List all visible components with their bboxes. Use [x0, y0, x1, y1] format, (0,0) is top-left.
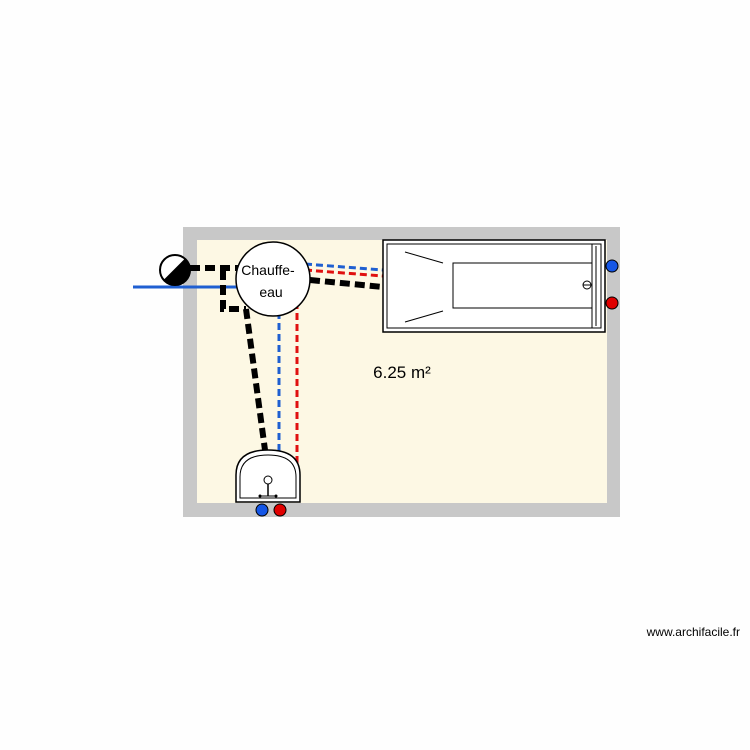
sink-cold-tap-icon[interactable] [255, 503, 269, 517]
water-meter-icon[interactable] [159, 254, 191, 286]
sink-hot-tap-icon[interactable] [273, 503, 287, 517]
bathtub-hot-tap-icon[interactable] [605, 296, 619, 310]
bathtub-supply-lines [304, 262, 384, 278]
heater-label-line1: Chauffe- [241, 262, 295, 278]
bathtub-icon[interactable] [382, 239, 606, 333]
sink-icon[interactable] [235, 449, 301, 503]
bathtub-cold-tap-icon[interactable] [605, 259, 619, 273]
room-area-label: 6.25 m² [373, 363, 431, 382]
water-heater-icon[interactable] [235, 241, 311, 317]
drain-pipes [190, 265, 384, 451]
heater-label-line2: eau [259, 284, 282, 300]
watermark: www.archifacile.fr [646, 625, 740, 639]
